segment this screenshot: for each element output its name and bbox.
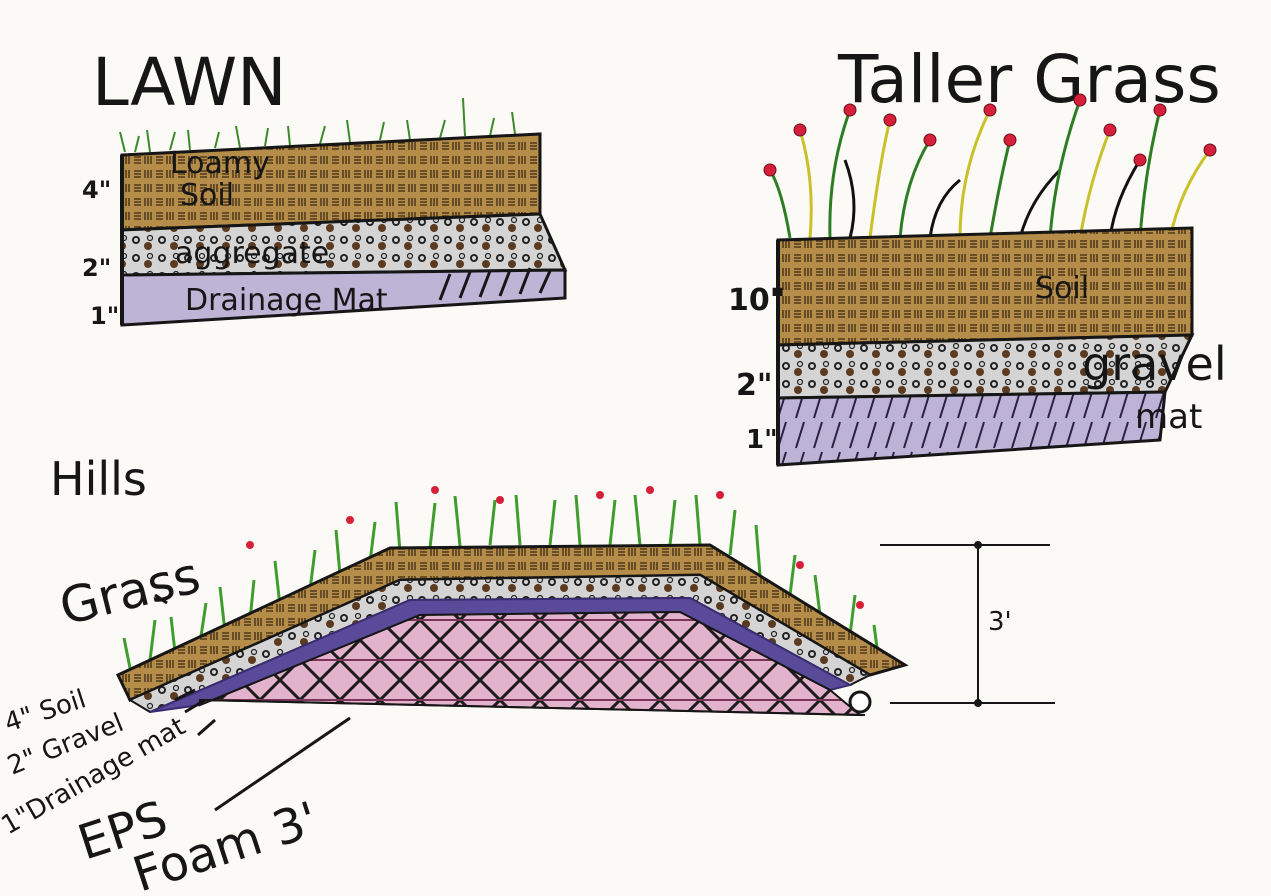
lawn-soil-label-2: Soil <box>180 178 234 213</box>
taller-soil-layer <box>776 226 1194 347</box>
taller-grass-blades <box>768 99 1212 239</box>
lawn-section: LAWN Loamy Soil aggregate Drainage Mat 4… <box>82 44 568 330</box>
lawn-title: LAWN <box>92 44 286 121</box>
taller-mat-layer <box>776 390 1167 467</box>
lawn-aggregate-label: aggregate <box>175 236 329 271</box>
hills-flowers <box>246 486 864 609</box>
taller-mat-label: mat <box>1135 397 1202 437</box>
hills-layer-pointers <box>174 688 216 737</box>
taller-flowers <box>763 93 1217 177</box>
hills-drain-pipe <box>848 690 872 714</box>
hills-height-dimension <box>880 541 1055 707</box>
lawn-aggregate-depth: 2" <box>82 254 111 282</box>
hills-section: Hills 3' Grass <box>0 452 1055 896</box>
hills-title: Hills <box>50 452 147 506</box>
taller-soil-depth: 10" <box>728 283 785 318</box>
taller-grass-section: Taller Grass <box>728 41 1227 467</box>
taller-soil-label: Soil <box>1035 271 1089 306</box>
hills-grass-label: Grass <box>54 546 206 637</box>
hills-grass-pointer <box>154 593 168 605</box>
taller-mat-depth: 1" <box>746 425 778 455</box>
hills-grass <box>122 494 880 669</box>
lawn-soil-depth: 4" <box>82 176 111 204</box>
lawn-mat-label: Drainage Mat <box>185 283 388 318</box>
taller-gravel-depth: 2" <box>736 368 773 403</box>
lawn-mat-depth: 1" <box>90 302 119 330</box>
lawn-mat-hatch <box>438 267 552 301</box>
hills-height-label: 3' <box>988 607 1012 637</box>
lawn-soil-label: Loamy <box>170 146 270 181</box>
hills-foam-pointer <box>214 716 351 812</box>
hills-base-line <box>199 699 866 716</box>
lawn-grass <box>119 97 516 153</box>
taller-gravel-label: gravel <box>1082 337 1227 391</box>
